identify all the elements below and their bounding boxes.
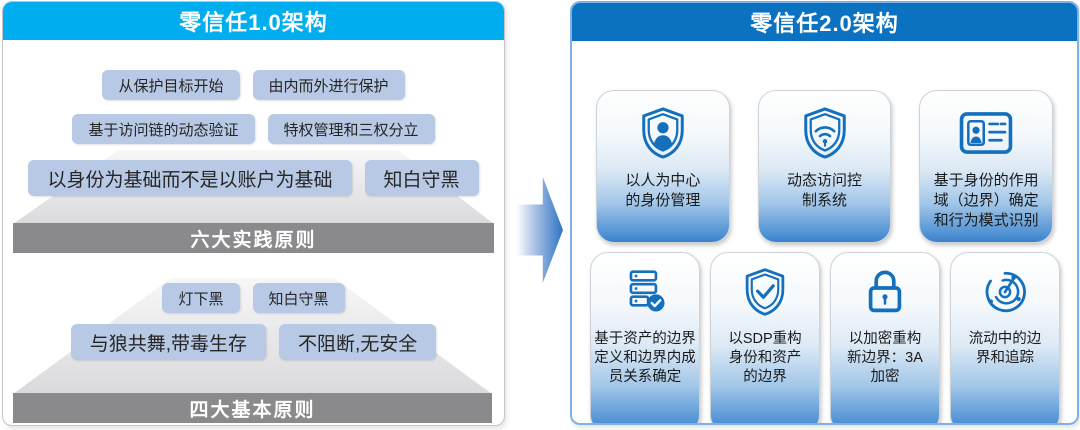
practice-row-2: 基于访问链的动态验证 特权管理和三权分立 [3, 114, 504, 144]
zero-trust-2-header: 零信任2.0架构 [572, 3, 1077, 41]
principle-pill: 特权管理和三权分立 [267, 114, 435, 144]
transition-arrow-icon [517, 177, 563, 283]
card-label: 流动中的边 界和追踪 [968, 331, 1042, 367]
panel-title: 零信任1.0架构 [179, 10, 328, 35]
zero-trust-1-panel: 零信任1.0架构 从保护目标开始 由内而外进行保护 基于访问链的动态验证 特权管… [2, 1, 505, 426]
zero-trust-1-header: 零信任1.0架构 [3, 2, 504, 40]
basic-bar: 四大基本原则 [13, 393, 492, 423]
basic-row-2: 与狼共舞,带毒生存 不阻断,无安全 [3, 324, 504, 360]
basic-row-1: 灯下黑 知白守黑 [3, 283, 504, 313]
practice-row-3: 以身份为基础而不是以账户为基础 知白守黑 [3, 160, 504, 196]
radar-icon [980, 266, 1030, 318]
shield-person-icon [635, 104, 691, 162]
principle-pill: 知白守黑 [364, 160, 479, 196]
card-label: 以人为中心 的身份管理 [625, 172, 701, 209]
practice-bar: 六大实践原则 [13, 223, 494, 253]
zero-trust-2-panel: 零信任2.0架构 以人为中心 的身份管理 [570, 1, 1079, 425]
card-label: 动态访问控 制系统 [787, 172, 863, 209]
card-sdp-boundary: 以SDP重构 身份和资产 的边界 [710, 252, 820, 423]
lock-icon [861, 266, 909, 318]
principle-pill: 由内而外进行保护 [252, 70, 405, 100]
card-label: 以SDP重构 身份和资产 的边界 [728, 331, 802, 386]
card-encryption-boundary: 以加密重构 新边界：3A 加密 [830, 252, 940, 423]
card-identity-management: 以人为中心 的身份管理 [596, 90, 730, 243]
practice-row-1: 从保护目标开始 由内而外进行保护 [3, 70, 504, 100]
card-asset-boundary: 基于资产的边界 定义和边界内成 员关系确定 [590, 252, 700, 423]
card-label: 基于资产的边界 定义和边界内成 员关系确定 [594, 331, 696, 386]
principle-pill: 灯下黑 [162, 283, 240, 313]
card-dynamic-access-control: 动态访问控 制系统 [757, 90, 892, 243]
card-identity-scope: 基于身份的作用 域（边界）确定 和行为模式识别 [919, 90, 1054, 243]
principle-pill: 与狼共舞,带毒生存 [70, 324, 266, 360]
cards-row-2: 基于资产的边界 定义和边界内成 员关系确定 以SDP重构 身份和资产 的边界 [590, 252, 1060, 423]
cards-row-1: 以人为中心 的身份管理 动态访问控 制系统 [596, 90, 1054, 243]
principle-pill: 知白守黑 [252, 283, 345, 313]
card-label: 基于身份的作用 域（边界）确定 和行为模式识别 [933, 172, 1039, 229]
principle-pill: 从保护目标开始 [102, 70, 240, 100]
id-card-icon [957, 104, 1015, 162]
principle-pill: 以身份为基础而不是以账户为基础 [28, 160, 352, 196]
panel-title: 零信任2.0架构 [750, 11, 899, 36]
principle-pill: 不阻断,无安全 [279, 324, 437, 360]
shield-wifi-icon [797, 104, 853, 162]
card-label: 以加密重构 新边界：3A 加密 [847, 331, 923, 386]
principle-pill: 基于访问链的动态验证 [72, 114, 255, 144]
card-flow-boundary-tracking: 流动中的边 界和追踪 [950, 252, 1060, 423]
server-check-icon [620, 266, 670, 318]
shield-check-icon [739, 266, 791, 318]
